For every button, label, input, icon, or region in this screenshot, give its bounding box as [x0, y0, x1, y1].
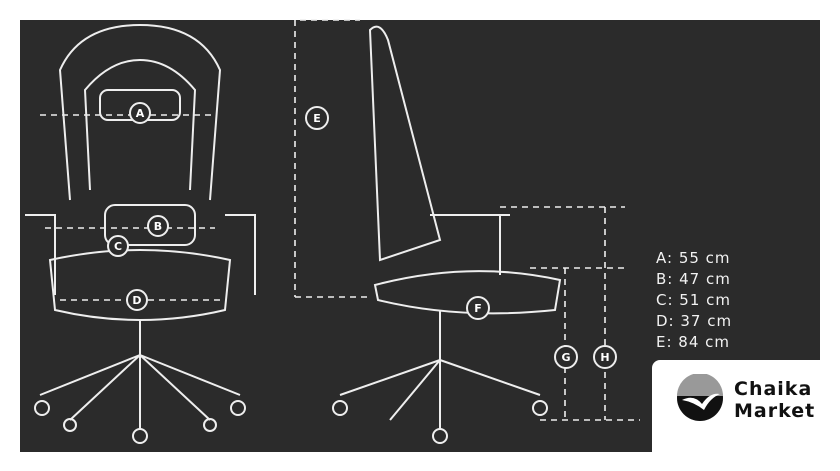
- label-h: H: [600, 351, 609, 364]
- dim-a: A: 55 cm: [656, 249, 731, 267]
- front-chair: [25, 23, 256, 444]
- label-e: E: [313, 112, 321, 125]
- dim-c: C: 51 cm: [656, 291, 732, 309]
- label-b: B: [154, 220, 162, 233]
- label-d: D: [132, 294, 141, 307]
- dimension-list: A: 55 cm B: 47 cm C: 51 cm D: 37 cm E: 8…: [656, 248, 732, 353]
- seagull-logo-icon: [677, 374, 723, 421]
- label-markers: A B C D E F G H: [107, 102, 617, 369]
- dim-e: E: 84 cm: [656, 333, 731, 351]
- logo-line1: Chaika: [734, 378, 813, 400]
- dim-b: B: 47 cm: [656, 270, 731, 288]
- label-f: F: [474, 302, 482, 315]
- label-a: A: [136, 107, 145, 120]
- label-c: C: [114, 240, 122, 253]
- logo-line2: Market: [734, 400, 816, 422]
- dim-d: D: 37 cm: [656, 312, 733, 330]
- side-chair: [332, 25, 562, 444]
- label-g: G: [561, 351, 570, 364]
